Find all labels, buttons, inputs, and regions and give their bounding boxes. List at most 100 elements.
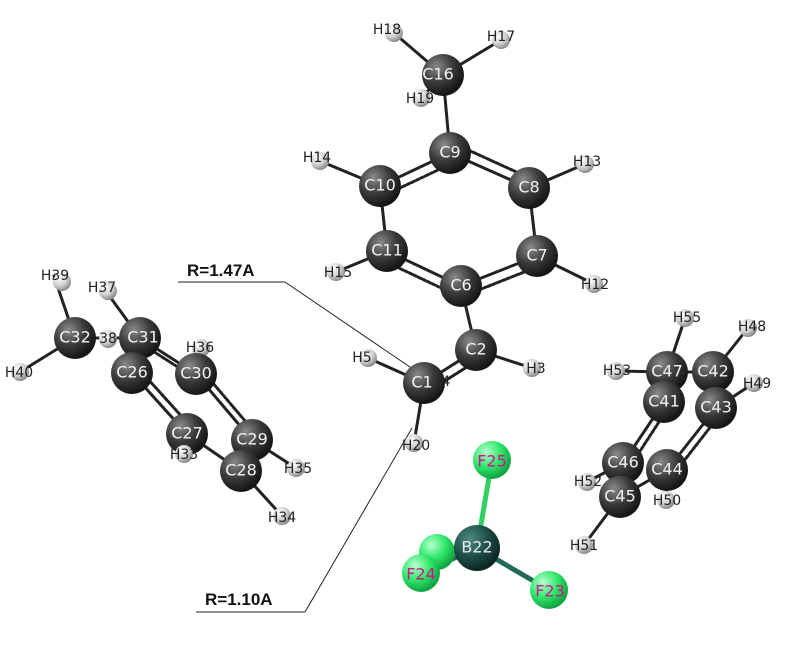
atom-h39: H39 (41, 268, 71, 291)
svg-text:38: 38 (99, 331, 117, 347)
atom-h33: H33 (170, 445, 198, 463)
atom-h34: H34 (268, 507, 296, 526)
svg-text:C27: C27 (171, 424, 203, 443)
atom-h49: H49 (743, 374, 771, 392)
atom-h3: H3 (523, 359, 546, 377)
annotation-r1-label: R=1.47A (187, 261, 255, 280)
svg-text:H37: H37 (88, 280, 116, 296)
svg-text:C26: C26 (116, 363, 148, 382)
atom-c8: C8 (508, 167, 550, 209)
svg-text:H53: H53 (603, 363, 631, 379)
atom-h53: H53 (603, 362, 631, 380)
atom-h36: H36 (186, 339, 214, 357)
atom-c44: C44 (646, 449, 688, 491)
svg-text:H48: H48 (738, 319, 766, 335)
svg-text:H20: H20 (402, 438, 430, 454)
atom-f24: F24 (402, 554, 440, 592)
svg-text:C42: C42 (697, 362, 729, 381)
svg-text:B22: B22 (461, 538, 492, 557)
svg-text:C41: C41 (648, 392, 680, 411)
svg-text:C31: C31 (127, 328, 159, 347)
atom-c42: C42 (692, 351, 734, 393)
atom-c43: C43 (695, 387, 737, 429)
atom-c7: C7 (516, 235, 558, 277)
atom-c46: C46 (602, 442, 644, 484)
atom-h48: H48 (738, 319, 766, 337)
svg-text:C7: C7 (526, 246, 547, 265)
svg-text:C45: C45 (604, 487, 636, 506)
bonds-central (318, 31, 596, 445)
atom-h50: H50 (653, 491, 681, 509)
svg-text:H18: H18 (373, 22, 401, 38)
atom-c6: C6 (440, 265, 482, 307)
atom-c30: C30 (175, 353, 217, 395)
atom-h35: H35 (284, 459, 312, 477)
svg-text:C9: C9 (439, 143, 460, 162)
svg-text:F24: F24 (406, 565, 436, 584)
svg-text:H40: H40 (5, 365, 33, 381)
atom-h13: H13 (573, 154, 601, 173)
atom-h55: H55 (673, 309, 701, 327)
atom-c2: C2 (455, 329, 497, 371)
atom-h20: H20 (402, 434, 430, 454)
svg-text:C8: C8 (518, 178, 539, 197)
svg-text:H52: H52 (574, 474, 602, 490)
atom-h37: H37 (88, 280, 117, 300)
svg-text:H15: H15 (324, 265, 352, 281)
svg-text:H5: H5 (352, 350, 371, 366)
svg-text:C32: C32 (59, 328, 91, 347)
atom-h14: H14 (303, 150, 331, 170)
svg-text:C47: C47 (651, 362, 683, 381)
atom-h40: H40 (5, 363, 33, 381)
svg-text:C10: C10 (364, 176, 396, 195)
atoms-left: H39 H37 H40 C32 38 C31 C26 H36 C30 C27 H… (5, 268, 312, 526)
svg-text:C16: C16 (422, 65, 454, 84)
atoms-central: H18 H17 C16 H19 C9 H14 H13 C10 C8 C11 C7… (303, 22, 609, 454)
atom-h17: H17 (487, 29, 515, 49)
atom-h19: H19 (406, 89, 434, 107)
atom-h18: H18 (373, 22, 403, 42)
atom-c28: C28 (220, 450, 262, 492)
svg-text:H12: H12 (581, 277, 609, 293)
atom-h52: H52 (574, 473, 602, 491)
atoms-right: H55 H48 H53 C47 C42 H49 C41 C43 C46 C44 … (570, 309, 771, 554)
svg-text:C2: C2 (465, 340, 486, 359)
svg-text:F25: F25 (477, 452, 507, 471)
atom-h15: H15 (324, 263, 352, 281)
atom-c41: C41 (643, 381, 685, 423)
svg-text:H33: H33 (170, 447, 198, 463)
atom-f23: F23 (530, 571, 568, 609)
svg-text:H50: H50 (653, 493, 681, 509)
annotation-r2-label: R=1.10A (205, 590, 273, 609)
svg-text:C29: C29 (236, 430, 268, 449)
atom-c1: C1 4 (403, 362, 451, 404)
svg-text:H55: H55 (673, 310, 701, 326)
svg-text:C1: C1 (411, 373, 432, 392)
atom-c11: C11 (366, 230, 408, 272)
atom-c32: C32 (54, 317, 96, 359)
svg-text:H13: H13 (573, 154, 601, 170)
atom-c31: C31 (119, 317, 161, 359)
atom-h38: 38 (99, 330, 117, 348)
atom-h51: H51 (570, 536, 598, 554)
svg-text:H39: H39 (41, 268, 69, 284)
svg-text:C44: C44 (651, 460, 683, 479)
atom-h12: H12 (581, 275, 609, 293)
svg-text:C30: C30 (180, 364, 212, 383)
svg-text:4: 4 (442, 374, 451, 390)
atoms-bf3: F25 B22 F24 F23 (402, 441, 568, 609)
atom-c10: C10 (359, 165, 401, 207)
bonds-bf3 (418, 457, 552, 593)
svg-text:H51: H51 (570, 538, 598, 554)
svg-text:C11: C11 (371, 241, 403, 260)
atom-c27: C27 (166, 413, 208, 455)
svg-text:H19: H19 (406, 91, 434, 107)
atom-c26: C26 (111, 352, 153, 394)
svg-text:H14: H14 (303, 150, 331, 166)
svg-text:H3: H3 (526, 361, 545, 377)
atom-c16: C16 (422, 54, 464, 96)
svg-text:H36: H36 (186, 340, 214, 356)
annotation-r1: R=1.47A (178, 261, 433, 383)
svg-text:F23: F23 (535, 582, 565, 601)
